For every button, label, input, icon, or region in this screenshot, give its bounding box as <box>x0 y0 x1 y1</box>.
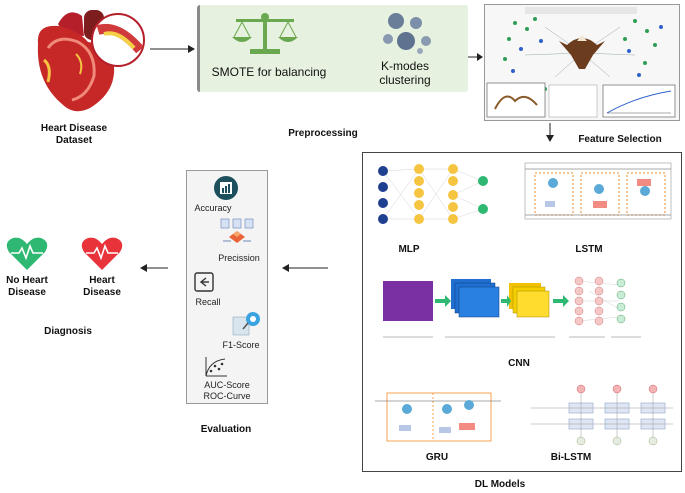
dataset-label-line1: Heart Disease <box>40 123 108 134</box>
evaluation-step-label: Evaluation <box>200 424 252 435</box>
kmodes-label-line1: K-modes <box>380 59 430 73</box>
f1-score-icon <box>232 312 260 336</box>
arrow-feature-selection-to-dl <box>546 123 554 142</box>
no-heart-disease-label: No Heart Disease <box>0 275 54 299</box>
dl-models-step-label: DL Models <box>474 479 526 490</box>
recall-label: Recall <box>195 297 221 307</box>
mlp-label: MLP <box>398 244 420 255</box>
roc-curve-label: ROC-Curve <box>203 391 251 401</box>
f1-score-label: F1-Score <box>222 340 260 350</box>
gru-diagram <box>375 392 501 442</box>
mlp-diagram <box>378 164 488 224</box>
diagnosis-step-label: Diagnosis <box>44 326 92 337</box>
heart-dataset-image <box>18 4 148 116</box>
clusters-icon <box>383 13 431 54</box>
preprocessing-step-label: Preprocessing <box>288 128 358 139</box>
disease-heart-icon <box>81 237 123 270</box>
no-heart-disease-line2: Disease <box>8 287 46 298</box>
healthy-heart-icon <box>6 237 48 270</box>
dataset-label: Heart Disease Dataset <box>18 123 130 147</box>
recall-icon <box>194 272 214 292</box>
precision-label: Precission <box>218 253 260 263</box>
balance-scale-icon <box>232 13 298 54</box>
arrow-dataset-to-preprocessing <box>150 45 195 53</box>
bilstm-diagram <box>531 384 673 446</box>
cnn-diagram <box>383 276 641 338</box>
kmodes-label-line2: clustering <box>379 73 431 87</box>
smote-label: SMOTE for balancing <box>211 65 327 79</box>
heart-disease-line1: Heart <box>89 275 115 286</box>
cnn-label: CNN <box>508 358 530 369</box>
evaluation-box: Accuracy Precission Recall F1-Score AUC-… <box>186 170 268 404</box>
arrow-evaluation-to-diagnosis <box>140 264 168 272</box>
feature-selection-figure <box>484 4 680 121</box>
precision-icon <box>220 218 254 243</box>
lstm-diagram <box>524 162 672 220</box>
arrow-preprocessing-to-feature-selection <box>468 53 483 61</box>
lstm-label: LSTM <box>575 244 603 255</box>
accuracy-label: Accuracy <box>194 203 232 213</box>
dataset-label-line2: Dataset <box>55 135 93 146</box>
heart-disease-line2: Disease <box>83 287 121 298</box>
feature-selection-step-label: Feature Selection <box>578 134 662 145</box>
no-heart-disease-line1: No Heart <box>6 275 48 286</box>
auc-score-label: AUC-Score <box>204 380 250 390</box>
preprocessing-box: SMOTE for balancing K-modes clustering <box>197 5 468 92</box>
kmodes-label: K-modes clustering <box>350 59 460 87</box>
accuracy-icon <box>214 176 238 200</box>
dl-models-box: MLP LSTM <box>362 152 682 472</box>
arrow-dl-to-evaluation <box>282 264 328 272</box>
heart-disease-label: Heart Disease <box>74 275 130 299</box>
gru-label: GRU <box>425 452 449 463</box>
bilstm-label: Bi-LSTM <box>550 452 592 463</box>
auc-roc-icon <box>205 357 227 377</box>
